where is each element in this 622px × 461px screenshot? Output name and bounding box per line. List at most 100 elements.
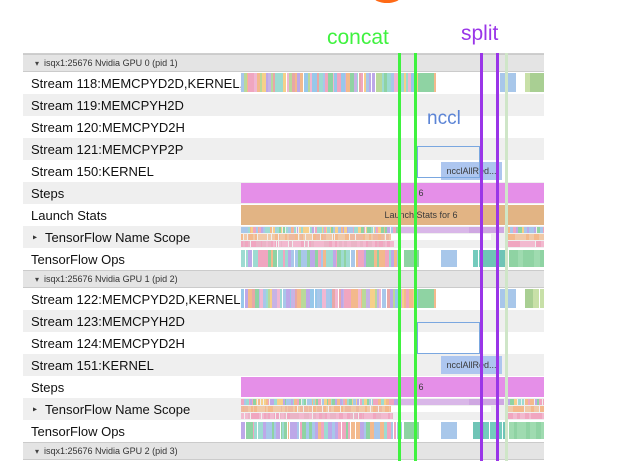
trace-event-bar[interactable]	[369, 227, 371, 233]
trace-event-bar[interactable]	[334, 422, 339, 439]
trace-event-bar[interactable]	[256, 241, 260, 247]
trace-event-bar[interactable]	[313, 399, 315, 405]
trace-event-bar[interactable]	[312, 399, 314, 405]
trace-event-bar[interactable]	[537, 250, 541, 267]
trace-event-bar[interactable]	[500, 289, 516, 308]
trace-event-bar[interactable]	[335, 241, 337, 247]
trace-event-bar[interactable]	[324, 227, 326, 233]
trace-event-bar[interactable]	[375, 241, 378, 247]
trace-event-bar[interactable]	[408, 289, 413, 308]
trace-event-bar[interactable]	[384, 73, 388, 92]
trace-event-bar[interactable]	[366, 289, 369, 308]
trace-event-bar[interactable]	[241, 289, 243, 308]
trace-event-bar[interactable]	[278, 73, 283, 92]
trace-event-bar[interactable]	[320, 234, 323, 240]
trace-event-bar[interactable]	[355, 399, 357, 405]
trace-event-bar[interactable]	[357, 234, 360, 240]
trace-event-bar[interactable]	[274, 241, 277, 247]
timeline-row[interactable]: ▸TensorFlow Name Scope	[23, 226, 544, 248]
trace-event-bar[interactable]	[407, 73, 412, 92]
trace-event-bar[interactable]	[343, 227, 347, 233]
trace-event-bar[interactable]	[347, 241, 351, 247]
trace-event-bar[interactable]	[365, 73, 369, 92]
trace-event-bar[interactable]	[280, 406, 282, 412]
trace-event-bar[interactable]	[260, 406, 264, 412]
trace-event-bar[interactable]	[500, 250, 506, 267]
trace-event-bar[interactable]	[319, 73, 323, 92]
trace-event-bar[interactable]	[321, 399, 325, 405]
trace-event-bar[interactable]	[286, 399, 288, 405]
trace-event-bar[interactable]	[370, 227, 373, 233]
trace-event-bar[interactable]	[325, 289, 330, 308]
trace-event-bar[interactable]	[525, 413, 529, 419]
trace-event-bar[interactable]	[364, 399, 367, 405]
trace-event-bar[interactable]	[372, 241, 376, 247]
trace-event-bar[interactable]	[525, 234, 529, 240]
trace-event-bar[interactable]	[304, 406, 308, 412]
trace-event-bar[interactable]	[250, 399, 252, 405]
trace-event-bar[interactable]	[315, 227, 318, 233]
trace-event-bar[interactable]	[519, 241, 524, 247]
trace-event-bar[interactable]	[310, 73, 313, 92]
trace-event-bar[interactable]	[246, 73, 249, 92]
trace-event-bar[interactable]	[401, 289, 404, 308]
trace-event-bar[interactable]	[417, 73, 419, 92]
trace-event-bar[interactable]	[332, 227, 336, 233]
trace-event-bar[interactable]	[391, 399, 395, 405]
trace-event-bar[interactable]	[301, 399, 304, 405]
trace-event-bar[interactable]	[510, 413, 513, 419]
trace-event-bar[interactable]	[261, 413, 264, 419]
trace-event-bar[interactable]	[534, 227, 536, 233]
trace-event-bar[interactable]	[303, 73, 308, 92]
trace-event-bar[interactable]	[294, 289, 298, 308]
trace-event-bar[interactable]	[292, 73, 295, 92]
trace-event-bar[interactable]	[377, 241, 379, 247]
trace-event-bar[interactable]	[357, 250, 362, 267]
trace-event-bar[interactable]	[373, 422, 378, 439]
trace-event-bar[interactable]	[260, 73, 263, 92]
trace-event-bar[interactable]	[252, 406, 255, 412]
timeline-row[interactable]: ▸TensorFlow Name Scope	[23, 398, 544, 420]
trace-event-bar[interactable]	[381, 234, 384, 240]
trace-event-bar[interactable]	[261, 227, 264, 233]
trace-event-bar[interactable]	[384, 227, 388, 233]
trace-event-bar[interactable]	[378, 250, 382, 267]
trace-event-bar[interactable]	[376, 289, 379, 308]
trace-event-bar[interactable]	[376, 73, 379, 92]
trace-event-bar[interactable]	[292, 406, 295, 412]
trace-event-bar[interactable]	[533, 250, 538, 267]
trace-event-bar[interactable]	[300, 73, 304, 92]
trace-event-bar[interactable]	[331, 422, 335, 439]
trace-event-bar[interactable]	[393, 422, 397, 439]
trace-event-bar[interactable]	[263, 413, 267, 419]
trace-event-bar[interactable]	[264, 234, 268, 240]
trace-event-bar[interactable]	[272, 422, 275, 439]
trace-event-bar[interactable]	[535, 73, 540, 92]
trace-event-bar[interactable]	[241, 422, 246, 439]
trace-event-bar[interactable]	[390, 250, 394, 267]
trace-event-bar[interactable]	[241, 241, 244, 247]
trace-event-bar[interactable]	[341, 399, 344, 405]
trace-event-bar[interactable]	[306, 241, 309, 247]
trace-event-bar[interactable]	[389, 406, 391, 412]
trace-event-bar[interactable]	[507, 413, 511, 419]
trace-event-bar[interactable]	[529, 289, 534, 308]
trace-event-bar[interactable]	[316, 413, 319, 419]
trace-event-bar[interactable]	[356, 413, 359, 419]
timeline-row[interactable]: Stream 119:MEMCPYH2D	[23, 94, 544, 116]
trace-event-bar[interactable]	[335, 399, 338, 405]
trace-event-bar[interactable]	[313, 241, 317, 247]
trace-event-bar[interactable]	[264, 399, 266, 405]
trace-event-bar[interactable]	[253, 73, 257, 92]
trace-event-bar[interactable]	[358, 413, 362, 419]
trace-event-bar[interactable]	[507, 241, 510, 247]
trace-event-bar[interactable]	[351, 399, 354, 405]
trace-event-bar[interactable]	[369, 422, 374, 439]
trace-event-bar[interactable]	[363, 422, 366, 439]
process-group-header[interactable]: ▾isqx1:25676 Nvidia GPU 1 (pid 2)	[23, 270, 544, 288]
trace-event-bar[interactable]	[262, 422, 267, 439]
trace-event-bar[interactable]	[371, 289, 375, 308]
trace-event-bar[interactable]	[260, 241, 263, 247]
trace-event-bar[interactable]	[300, 241, 305, 247]
trace-event-bar[interactable]	[528, 399, 531, 405]
